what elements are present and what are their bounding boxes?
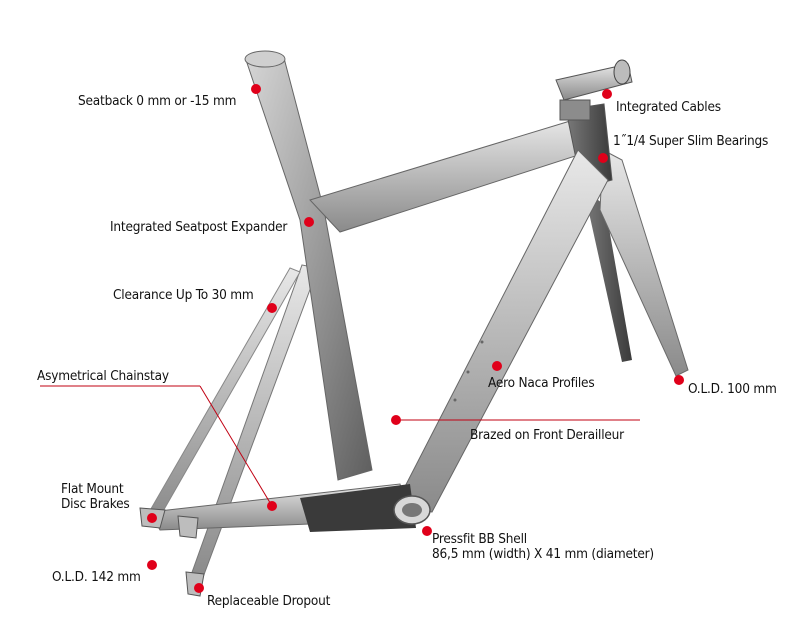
callout-seatback: Seatback 0 mm or -15 mm	[78, 93, 237, 109]
marker-seatpost-expander	[304, 217, 314, 227]
callout-chainstay: Asymetrical Chainstay	[37, 368, 169, 384]
disc-brakes-line2: Disc Brakes	[61, 496, 130, 512]
callout-integrated-cables: Integrated Cables	[616, 99, 721, 115]
marker-bearings	[598, 153, 608, 163]
callout-bearings: 1˝1/4 Super Slim Bearings	[613, 133, 769, 149]
marker-seatback	[251, 84, 261, 94]
bottom-bracket	[393, 495, 431, 525]
seatstays	[147, 264, 319, 581]
disc-brakes-line1: Flat Mount	[61, 481, 124, 497]
callout-aero-profiles: Aero Naca Profiles	[488, 375, 595, 391]
head-tube-stem	[555, 59, 633, 189]
seat-tube	[244, 50, 373, 481]
marker-integrated-cables	[602, 89, 612, 99]
callout-disc-brakes: Flat Mount Disc Brakes	[61, 482, 130, 512]
marker-old-front	[674, 375, 684, 385]
chainstays	[149, 483, 416, 532]
callout-bb-shell: Pressfit BB Shell 86,5 mm (width) X 41 m…	[432, 532, 654, 562]
down-tube	[395, 149, 609, 513]
marker-bb-shell	[422, 526, 432, 536]
callout-old-front: O.L.D. 100 mm	[688, 381, 777, 397]
bb-shell-line1: Pressfit BB Shell	[432, 531, 527, 547]
marker-aero-profiles	[492, 361, 502, 371]
callout-clearance: Clearance Up To 30 mm	[113, 287, 254, 303]
marker-old-rear	[147, 560, 157, 570]
marker-front-derailleur	[391, 415, 401, 425]
callout-old-rear: O.L.D. 142 mm	[52, 569, 141, 585]
marker-disc-brakes	[147, 513, 157, 523]
chainstay-leader-diagonal	[199, 385, 273, 507]
leader-lines	[40, 385, 640, 507]
marker-clearance	[267, 303, 277, 313]
marker-chainstay	[267, 501, 277, 511]
callout-dropout: Replaceable Dropout	[207, 593, 331, 609]
fork	[584, 149, 689, 377]
bb-shell-line2: 86,5 mm (width) X 41 mm (diameter)	[432, 546, 654, 562]
callout-markers	[147, 84, 684, 593]
callout-seatpost-expander: Integrated Seatpost Expander	[110, 219, 288, 235]
callout-front-derailleur: Brazed on Front Derailleur	[470, 427, 624, 443]
marker-dropout	[194, 583, 204, 593]
